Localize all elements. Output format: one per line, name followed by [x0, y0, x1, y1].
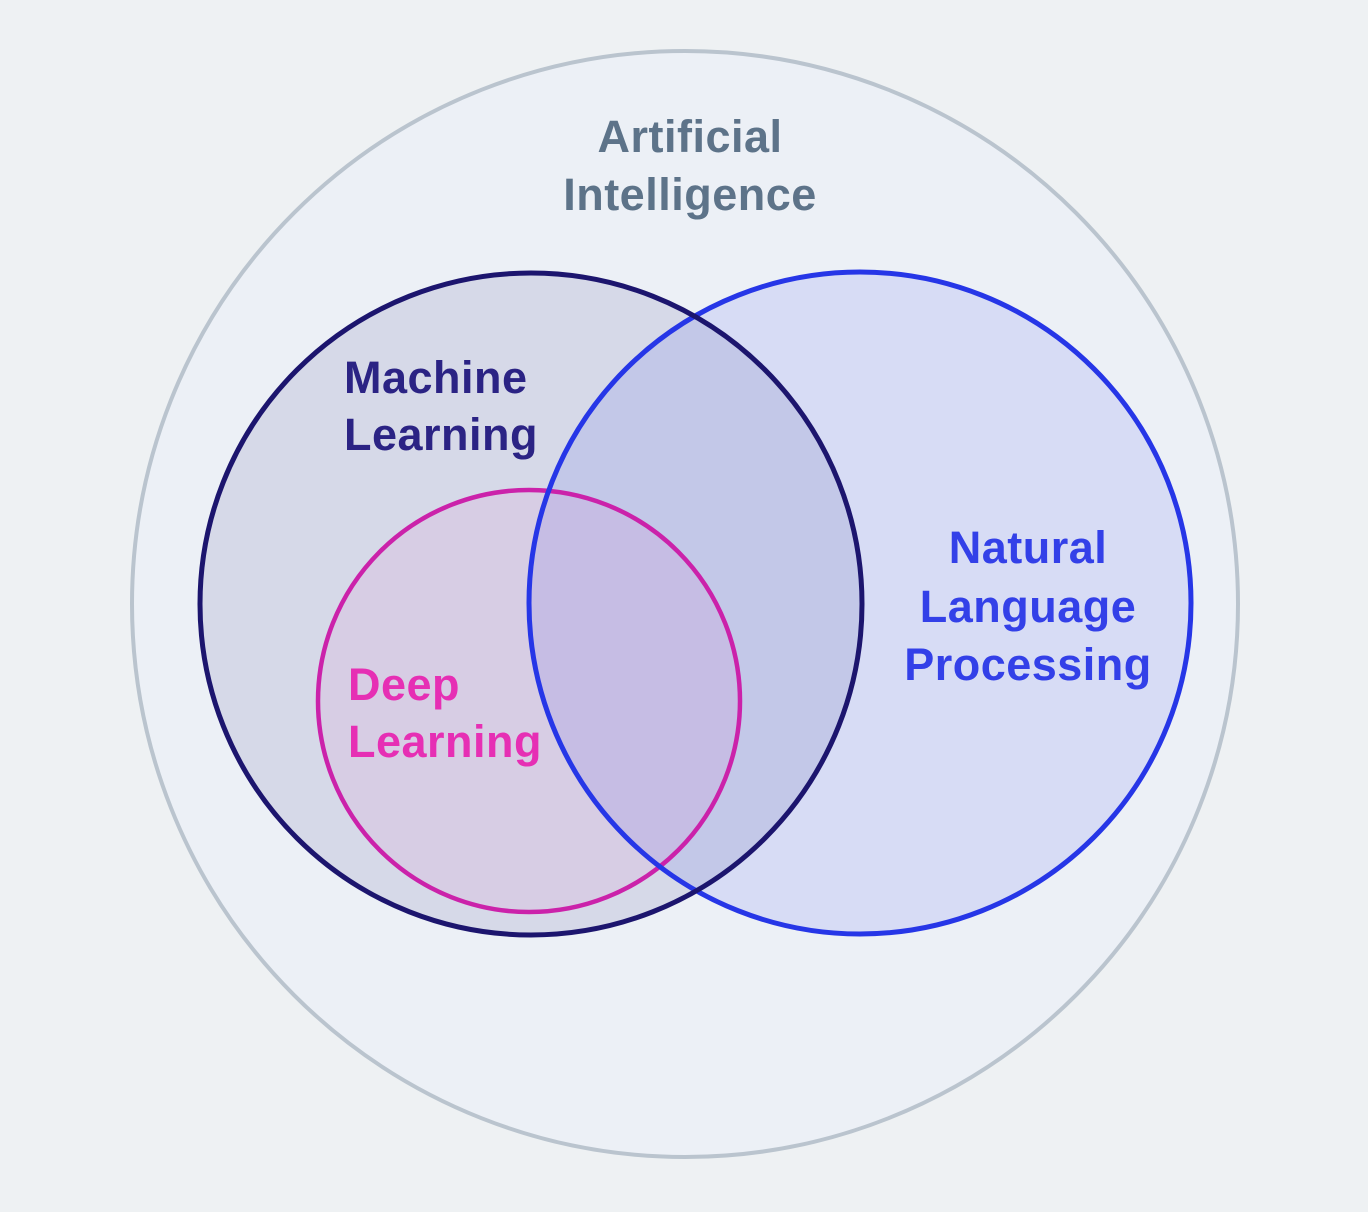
- ai-circle-fill: [132, 51, 1238, 1157]
- dl-label-line-1: Deep: [348, 659, 460, 710]
- ml-label-line-1: Machine: [344, 352, 528, 403]
- ml-circle-outline: [197, 270, 865, 938]
- nlp-label-line-1: Natural: [949, 522, 1108, 573]
- ai-label-line-2: Intelligence: [563, 169, 817, 220]
- nlp-label-line-3: Processing: [904, 639, 1152, 690]
- nlp-label-line-2: Language: [920, 581, 1137, 632]
- dl-label-line-2: Learning: [348, 716, 542, 767]
- ai-circle-outline: [130, 49, 1240, 1159]
- dl-circle-outline: [315, 487, 743, 915]
- dl-circle-fill: [318, 490, 740, 912]
- ml-label-line-2: Learning: [344, 409, 538, 460]
- ai-label-line-1: Artificial: [597, 111, 782, 162]
- nlp-circle-outline: [526, 269, 1194, 937]
